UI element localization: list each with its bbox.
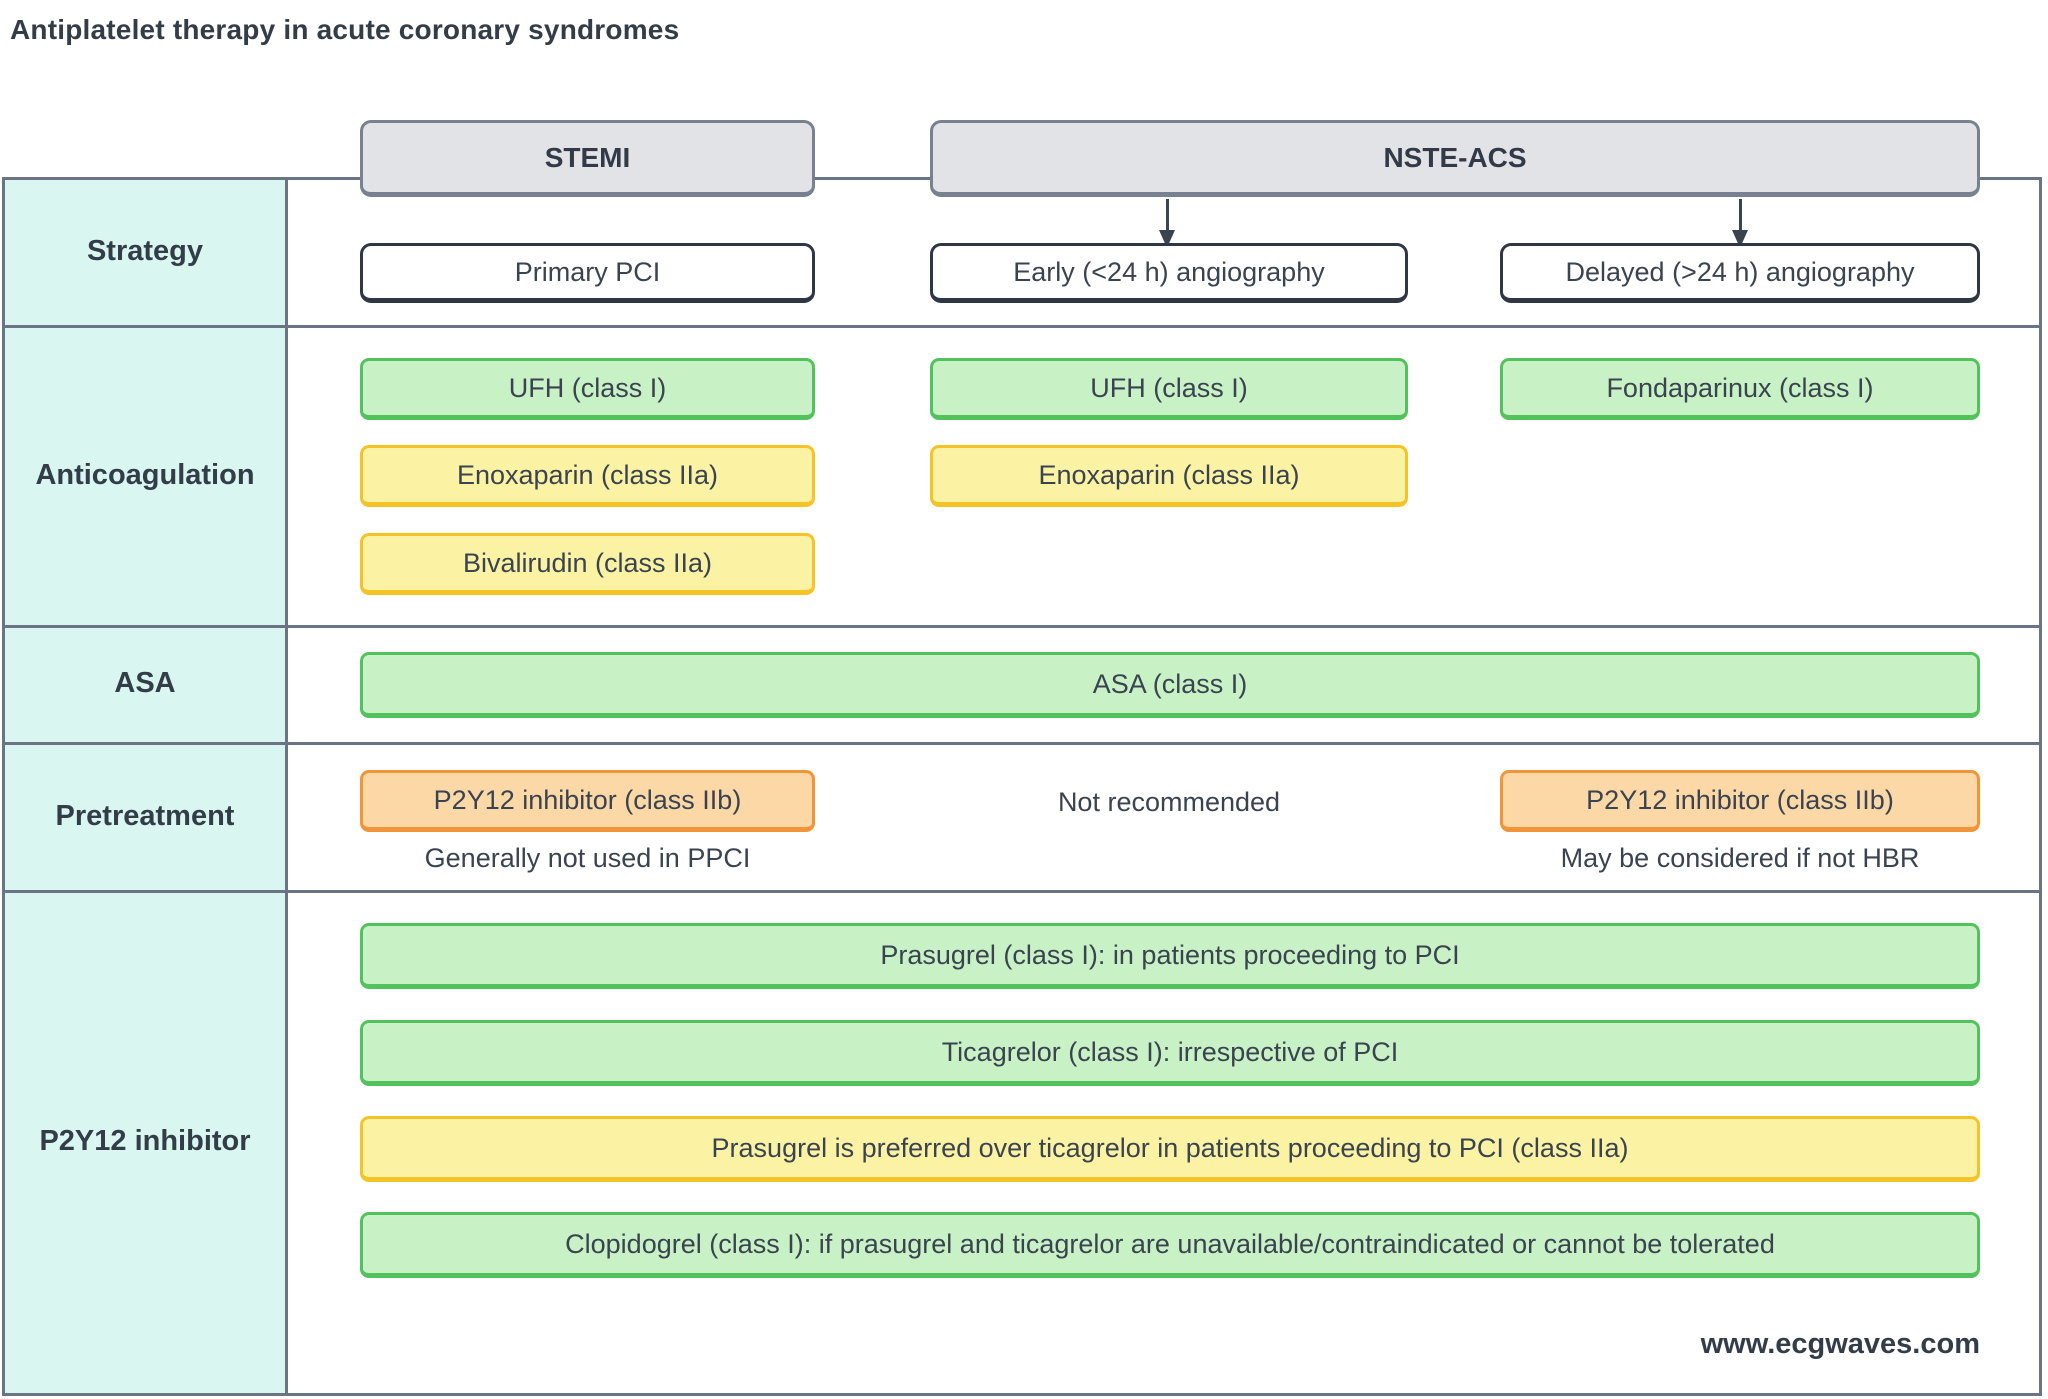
row-label-column-background <box>2 177 288 1396</box>
box-label: Prasugrel (class I): in patients proceed… <box>880 939 1460 970</box>
row-divider-1 <box>2 325 2042 328</box>
box-label: ASA (class I) <box>1092 668 1248 699</box>
p2y12-box-prasugrel: Prasugrel (class I): in patients proceed… <box>360 923 1980 989</box>
table-right-border <box>2039 177 2042 1396</box>
pretreatment-note-stemi: Generally not used in PPCI <box>424 842 751 873</box>
anticoagulation-box-fondaparinux-delayed: Fondaparinux (class I) <box>1500 358 1980 420</box>
p2y12-box-ticagrelor: Ticagrelor (class I): irrespective of PC… <box>360 1020 1980 1086</box>
column-header-nsteacs-label: NSTE-ACS <box>1383 141 1527 173</box>
strategy-box-early-angiography-label: Early (<24 h) angiography <box>1013 256 1325 287</box>
box-label: Clopidogrel (class I): if prasugrel and … <box>565 1228 1775 1259</box>
pretreatment-note-delayed: May be considered if not HBR <box>1560 842 1920 873</box>
anticoagulation-box-ufh-early: UFH (class I) <box>930 358 1408 420</box>
box-label: Enoxaparin (class IIa) <box>456 459 719 490</box>
strategy-box-primary-pci-label: Primary PCI <box>514 256 661 287</box>
row-divider-4 <box>2 890 2042 893</box>
box-label: Enoxaparin (class IIa) <box>1038 459 1300 490</box>
row-divider-2 <box>2 625 2042 628</box>
p2y12-box-prasugrel-preferred: Prasugrel is preferred over ticagrelor i… <box>360 1116 1980 1182</box>
row-label-strategy: Strategy <box>86 234 204 267</box>
watermark-url: www.ecgwaves.com <box>1700 1328 1980 1360</box>
page-title: Antiplatelet therapy in acute coronary s… <box>10 14 680 45</box>
box-label: Fondaparinux (class I) <box>1606 372 1874 403</box>
arrow-line-early <box>1166 199 1169 232</box>
table-left-border <box>2 177 5 1396</box>
box-label: Bivalirudin (class IIa) <box>462 547 713 578</box>
pretreatment-text-not-recommended: Not recommended <box>1057 786 1281 817</box>
anticoagulation-box-bivalirudin-stemi: Bivalirudin (class IIa) <box>360 533 815 595</box>
box-label: P2Y12 inhibitor (class IIb) <box>433 784 742 815</box>
strategy-box-early-angiography: Early (<24 h) angiography <box>930 243 1408 303</box>
strategy-box-delayed-angiography-label: Delayed (>24 h) angiography <box>1565 256 1915 287</box>
label-column-divider <box>285 177 288 1396</box>
box-label: Ticagrelor (class I): irrespective of PC… <box>941 1036 1399 1067</box>
arrow-line-delayed <box>1739 199 1742 232</box>
asa-box: ASA (class I) <box>360 652 1980 718</box>
strategy-box-delayed-angiography: Delayed (>24 h) angiography <box>1500 243 1980 303</box>
box-label: UFH (class I) <box>1090 372 1248 403</box>
row-divider-3 <box>2 742 2042 745</box>
pretreatment-box-p2y12-stemi: P2Y12 inhibitor (class IIb) <box>360 770 815 832</box>
pretreatment-box-p2y12-delayed: P2Y12 inhibitor (class IIb) <box>1500 770 1980 832</box>
box-label: P2Y12 inhibitor (class IIb) <box>1586 784 1894 815</box>
box-label: Prasugrel is preferred over ticagrelor i… <box>711 1132 1629 1163</box>
anticoagulation-box-enoxaparin-stemi: Enoxaparin (class IIa) <box>360 445 815 507</box>
column-header-nsteacs: NSTE-ACS <box>930 120 1980 197</box>
p2y12-box-clopidogrel: Clopidogrel (class I): if prasugrel and … <box>360 1212 1980 1278</box>
table-bottom-border <box>2 1393 2042 1396</box>
box-label: UFH (class I) <box>508 372 667 403</box>
anticoagulation-box-ufh-stemi: UFH (class I) <box>360 358 815 420</box>
column-header-stemi-label: STEMI <box>544 141 631 173</box>
row-label-asa: ASA <box>114 667 176 699</box>
row-label-anticoagulation: Anticoagulation <box>35 458 255 491</box>
row-label-p2y12: P2Y12 inhibitor <box>39 1125 251 1157</box>
row-label-pretreatment: Pretreatment <box>55 799 235 832</box>
strategy-box-primary-pci: Primary PCI <box>360 243 815 303</box>
column-header-stemi: STEMI <box>360 120 815 197</box>
anticoagulation-box-enoxaparin-early: Enoxaparin (class IIa) <box>930 445 1408 507</box>
